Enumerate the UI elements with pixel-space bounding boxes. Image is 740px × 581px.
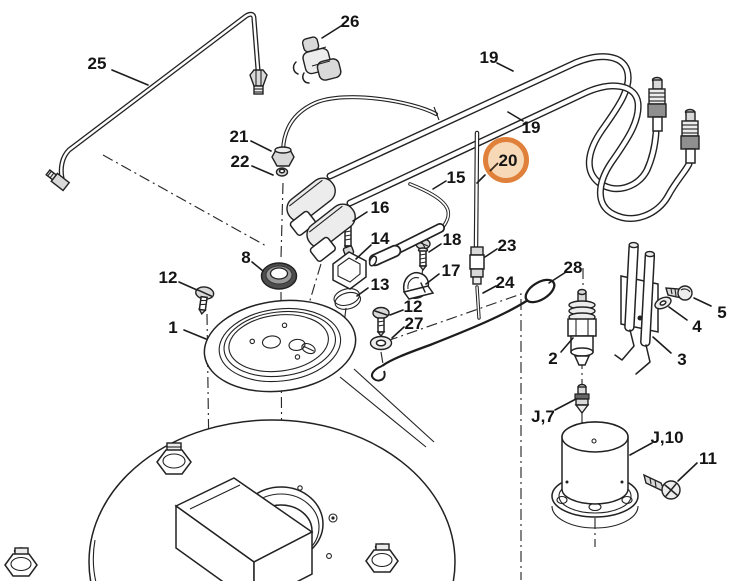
hose-15 (368, 182, 451, 267)
clip-26 (292, 36, 342, 84)
hoses-19 (326, 53, 700, 222)
callout-labels: 25 26 19 19 21 22 15 16 14 18 23 17 13 8… (88, 12, 727, 468)
callout-14[interactable]: 14 (371, 229, 390, 248)
callout-1[interactable]: 1 (168, 318, 177, 337)
callout-12-left[interactable]: 12 (159, 268, 178, 287)
screw-5 (665, 285, 693, 301)
plate-alignment-lines (339, 368, 435, 448)
mounting-plate (203, 299, 357, 393)
tube-20 (473, 130, 480, 249)
washer-27 (369, 335, 393, 351)
tube-24 (475, 285, 481, 320)
nozzle-6-7 (574, 383, 590, 415)
pickup-line (281, 95, 440, 152)
hose-fitting-b (680, 108, 700, 164)
clamp-17 (402, 271, 435, 300)
callout-8[interactable]: 8 (241, 248, 250, 267)
callout-12-right[interactable]: 12 (404, 297, 423, 316)
tube-25-end-fitting (45, 169, 71, 192)
callout-28[interactable]: 28 (564, 258, 583, 277)
tank-nut-bottom-left (4, 547, 38, 577)
washer-4 (654, 296, 672, 310)
callout-16[interactable]: 16 (371, 198, 390, 217)
tank-nut-left (156, 442, 192, 475)
washer-22 (275, 167, 289, 177)
callout-26[interactable]: 26 (341, 12, 360, 31)
highlight-ring (483, 137, 529, 183)
callout-25[interactable]: 25 (88, 54, 107, 73)
callout-11[interactable]: 11 (699, 449, 717, 468)
callout-15[interactable]: 15 (447, 168, 466, 187)
callout-22[interactable]: 22 (231, 152, 250, 171)
ring-13 (333, 288, 362, 310)
leader-lines (111, 25, 712, 482)
tank-nut-right (365, 543, 399, 573)
callout-27[interactable]: 27 (405, 314, 424, 333)
callout-5[interactable]: 5 (717, 303, 726, 322)
callout-19a[interactable]: 19 (480, 48, 499, 67)
callout-13[interactable]: 13 (371, 275, 390, 294)
callout-23[interactable]: 23 (498, 236, 517, 255)
screw-12-left (195, 286, 215, 315)
nut-21 (271, 146, 295, 167)
cup-9-10 (551, 421, 639, 529)
fitting-23 (469, 246, 485, 285)
screw-11 (642, 473, 681, 500)
hose-fitting-a (647, 76, 667, 132)
screw-12-right (372, 306, 390, 338)
grommet-8 (260, 262, 298, 290)
highlight-20[interactable]: 20 (476, 137, 529, 184)
tank-box (174, 477, 314, 581)
callout-20[interactable]: 20 (499, 151, 518, 170)
callout-9-10[interactable]: J,10 (650, 428, 683, 447)
tube-25-nut (249, 69, 268, 95)
callout-19b[interactable]: 19 (522, 118, 541, 137)
hose-elbow-1 (286, 177, 336, 236)
lanyard-28 (371, 278, 556, 382)
hose-elbow-2 (306, 203, 356, 262)
callout-6-7[interactable]: J,7 (531, 407, 555, 426)
callout-24[interactable]: 24 (496, 273, 515, 292)
callout-21[interactable]: 21 (230, 127, 249, 146)
callout-18[interactable]: 18 (443, 230, 462, 249)
housing-14 (332, 245, 367, 290)
callout-17[interactable]: 17 (442, 261, 461, 280)
valve-2 (567, 288, 597, 366)
callout-3[interactable]: 3 (677, 350, 686, 369)
fuel-tank (4, 419, 456, 581)
electrode-3 (614, 241, 659, 375)
callout-4[interactable]: 4 (692, 317, 702, 336)
callout-2[interactable]: 2 (548, 349, 557, 368)
tube-25 (45, 11, 268, 192)
